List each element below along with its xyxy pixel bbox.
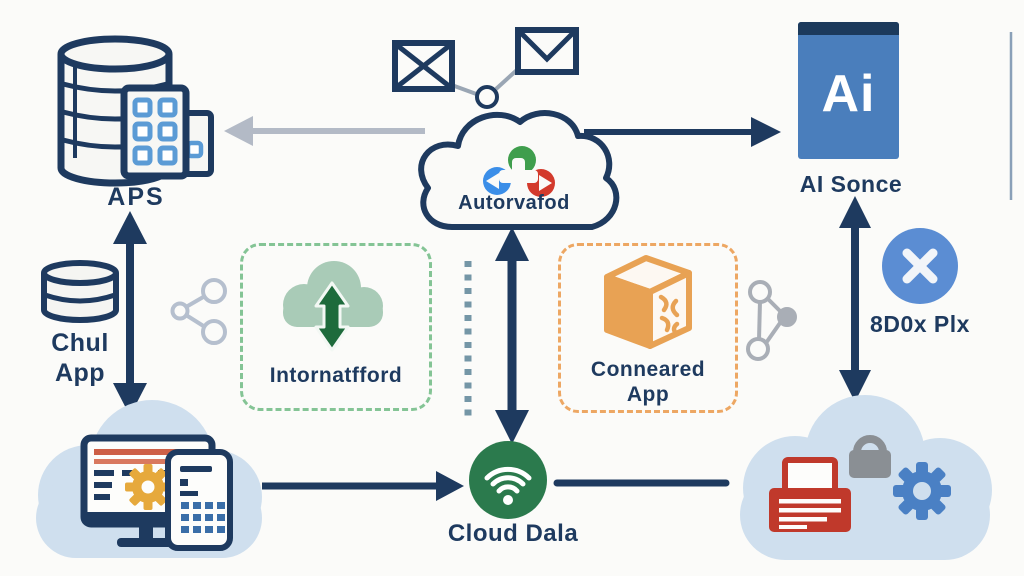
arrow-devices-clouddata bbox=[262, 471, 464, 501]
up-down-arrow-icon bbox=[314, 281, 350, 352]
monitor-phone-cloud-icon bbox=[36, 400, 262, 558]
chul-app-label-line1: Chul bbox=[51, 329, 109, 357]
sync-cloud-label: Autorvafod bbox=[458, 192, 570, 214]
database-icon bbox=[41, 260, 119, 323]
lock-icon bbox=[849, 435, 891, 478]
connected-app-frame bbox=[558, 243, 738, 413]
internal-app-frame bbox=[240, 243, 432, 411]
wifi-circle bbox=[469, 441, 547, 519]
wifi-icon bbox=[484, 466, 532, 494]
arrow-ai-services bbox=[839, 196, 871, 402]
crossed-envelope-icon bbox=[392, 40, 455, 92]
printer-icon bbox=[769, 457, 851, 532]
ai-source-label: AI Sonce bbox=[799, 171, 903, 197]
phone-dot-grid bbox=[181, 502, 225, 533]
ai-tile-header bbox=[798, 22, 899, 35]
chul-app-label: Chul App bbox=[28, 328, 132, 388]
gear-blue-icon bbox=[893, 462, 951, 520]
internal-label: Intornatfford bbox=[269, 364, 403, 387]
connected-label-line1: Conneared bbox=[590, 358, 706, 381]
share-right-icon bbox=[746, 280, 797, 361]
color-sync-logo-icon bbox=[483, 146, 555, 197]
gear-orange-icon bbox=[125, 464, 171, 510]
cloud-transfer-icon bbox=[283, 261, 383, 352]
sync-cloud bbox=[418, 110, 620, 230]
phone-icon bbox=[165, 449, 233, 551]
pixel-badge-label: 8D0x Plx bbox=[870, 311, 970, 337]
package-box-icon bbox=[604, 255, 692, 349]
app-window-squares bbox=[132, 97, 178, 166]
envelope-icon bbox=[515, 27, 579, 75]
chul-app-label-line2: App bbox=[54, 359, 106, 387]
database-buildings-icon bbox=[57, 35, 214, 187]
ai-app-tile: Ai bbox=[798, 22, 899, 159]
connected-label: Conneared App bbox=[563, 357, 733, 407]
x-circle-badge bbox=[882, 228, 958, 304]
ai-tile-text: Ai bbox=[821, 65, 876, 123]
servers-label: APS bbox=[107, 183, 165, 211]
x-icon bbox=[902, 248, 938, 284]
share-left-icon bbox=[170, 278, 227, 345]
arrow-cloud-clouddata bbox=[495, 227, 529, 444]
arrow-servers-devices bbox=[113, 211, 147, 416]
mail-connector bbox=[448, 67, 520, 109]
arrow-cloud-to-servers bbox=[224, 116, 425, 146]
printer-lock-gear-cloud-icon bbox=[740, 395, 992, 560]
cloud-data-label: Cloud Dala bbox=[447, 520, 579, 547]
connectors bbox=[113, 32, 1013, 501]
connected-label-line2: App bbox=[626, 383, 670, 406]
arrow-cloud-to-ai bbox=[584, 117, 781, 147]
